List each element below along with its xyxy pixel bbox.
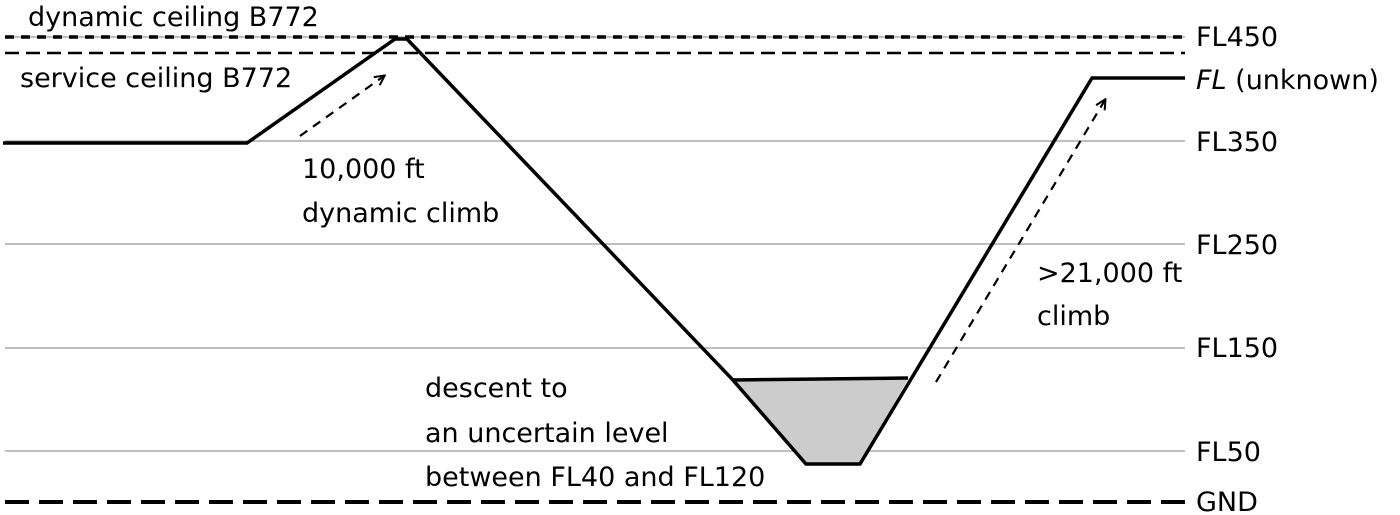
fl250-label: FL250 [1196,230,1278,261]
uncertain-level-region [732,379,908,464]
descent-label-line2: an uncertain level [425,418,669,449]
unknown-fl-italic: FL [1196,65,1227,96]
gnd-label: GND [1196,487,1258,515]
fl150-label: FL150 [1196,333,1278,364]
dynamic-climb-label-line1: 10,000 ft [302,154,425,185]
descent-label-line3: between FL40 and FL120 [425,462,765,493]
dynamic-climb-label-line2: dynamic climb [302,198,499,229]
dynamic-ceiling-label: dynamic ceiling B772 [28,2,319,33]
climb-label-line1: >21,000 ft [1037,258,1182,289]
uncertain-level-top-line [731,376,909,382]
fl50-label: FL50 [1196,437,1261,468]
descent-label-line1: descent to [425,373,568,404]
fl450-label: FL450 [1196,22,1278,53]
climb-label-line2: climb [1037,301,1110,332]
climb-arrow [935,100,1105,383]
fl350-label: FL350 [1196,127,1278,158]
service-ceiling-label: service ceiling B772 [20,63,292,94]
dynamic-climb-arrow [299,76,384,137]
unknown-fl-label: FL (unknown) [1196,65,1379,96]
flight-path [3,37,1185,466]
unknown-fl-suffix: (unknown) [1227,65,1379,96]
